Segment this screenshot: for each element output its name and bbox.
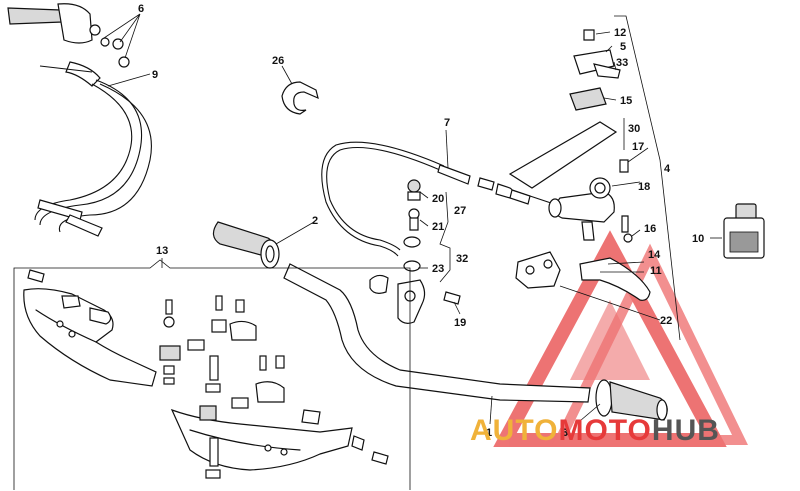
callout-9: 9 [152,69,158,81]
callout-11: 11 [650,265,662,277]
right-grip [573,379,668,427]
svg-text:AUTOMOTOHUB: AUTOMOTOHUB [470,414,720,447]
callout-30: 30 [628,123,640,135]
callout-18: 18 [638,181,650,193]
callout-32: 32 [456,253,468,265]
callout-19: 19 [454,317,466,329]
callout-17: 17 [632,141,644,153]
callout-7: 7 [444,117,450,129]
reservoir-parts [508,15,681,341]
brake-master-cylinder [515,147,661,321]
callout-5: 5 [620,41,626,53]
throttle-grip-assembly [7,3,141,68]
cable-clamp [281,65,319,115]
watermark-text: AUTOMOTOHUB [470,414,720,447]
handlebar [283,263,591,425]
callout-26: 26 [272,55,284,67]
handguard-kit [13,258,411,490]
clutch-cable [321,129,561,257]
left-grip [212,221,315,269]
callout-23: 23 [432,263,444,275]
callout-27: 27 [454,205,466,217]
callout-10: 10 [692,233,704,245]
throttle-cables [34,61,152,237]
callout-22: 22 [660,315,672,327]
callout-labels: 6 9 26 7 2 12 5 33 15 30 17 4 18 20 27 2… [138,3,704,439]
callout-20: 20 [432,193,444,205]
watermark-auto: AUTO [470,414,558,447]
callout-13: 13 [156,245,168,257]
callout-3: 3 [562,427,568,439]
clutch-lever-parts [369,179,461,324]
handguard-hardware [159,295,285,479]
brake-fluid-bottle [710,203,765,259]
callout-33: 33 [616,57,628,69]
callout-6: 6 [138,3,144,15]
callout-1: 1 [486,427,492,439]
callout-4: 4 [664,163,671,175]
watermark-hub: HUB [652,414,720,447]
callout-21: 21 [432,221,444,233]
callout-12: 12 [614,27,626,39]
watermark-logo [493,230,748,447]
callout-15: 15 [620,95,632,107]
watermark-moto: MOTO [558,414,651,447]
callout-2: 2 [312,215,318,227]
callout-16: 16 [644,223,656,235]
callout-14: 14 [648,249,661,261]
